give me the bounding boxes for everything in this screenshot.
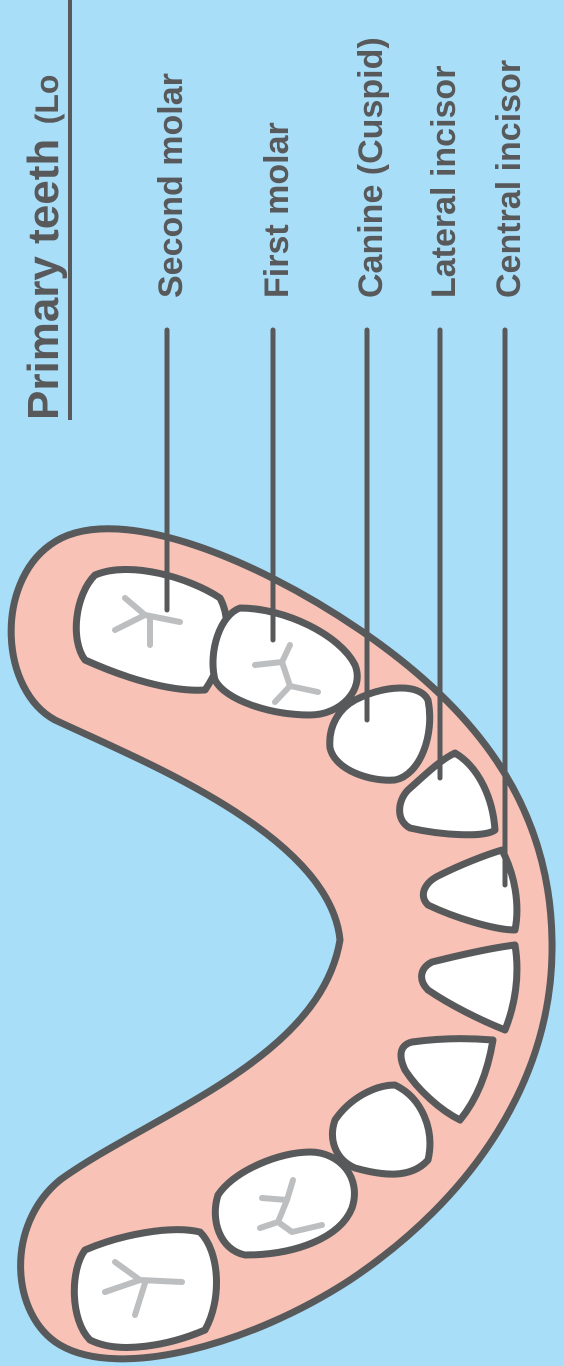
label-second-molar: Second molar <box>152 73 190 298</box>
title-sub: (Lo <box>29 75 65 125</box>
title-main: Primary teeth <box>19 139 68 420</box>
title-group: Primary teeth (Lo <box>19 0 70 420</box>
label-lateral-incisor: Lateral incisor <box>425 66 463 298</box>
svg-text:Primary teeth (Lo: Primary teeth (Lo <box>19 75 68 420</box>
label-canine: Canine (Cuspid) <box>352 37 390 298</box>
label-first-molar: First molar <box>258 122 296 298</box>
label-central-incisor: Central incisor <box>490 60 528 298</box>
